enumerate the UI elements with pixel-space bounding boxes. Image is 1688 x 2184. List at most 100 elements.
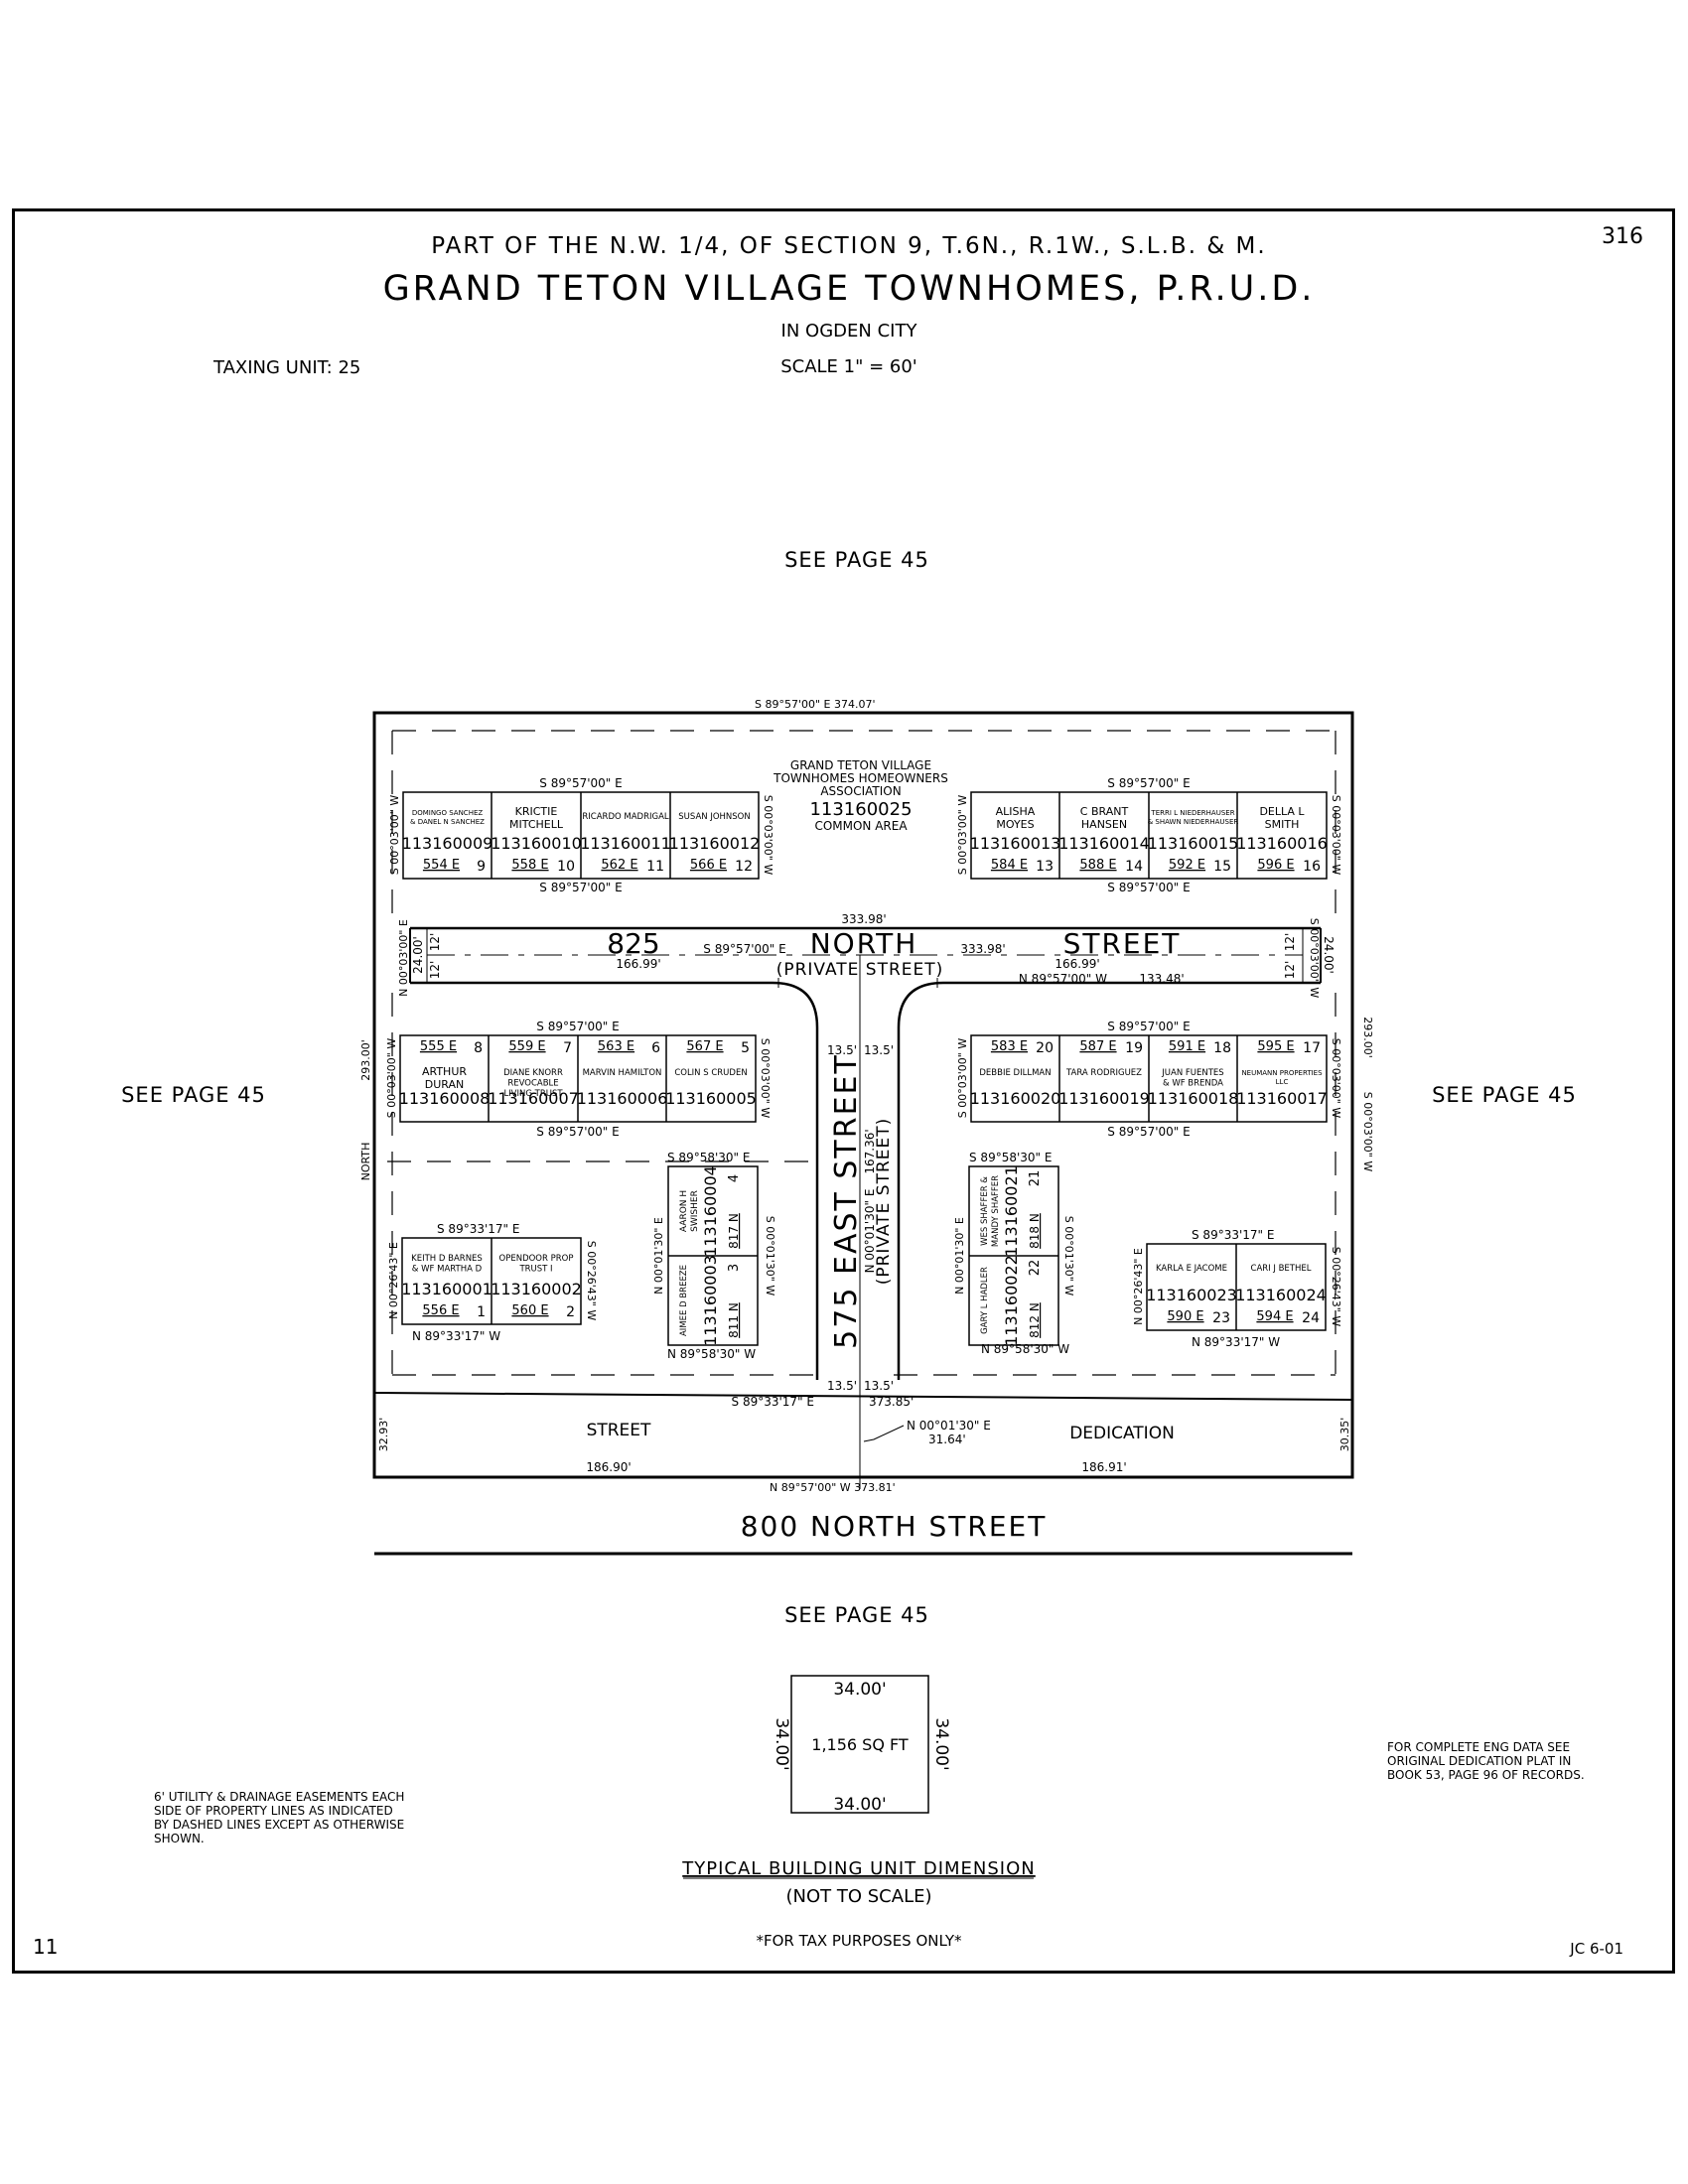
lot-owner: LLC [1276,1078,1289,1086]
lot-address: 587 E [1079,1039,1116,1054]
scale-label: SCALE 1" = 60' [780,356,917,377]
bearing-label: S 00°03'00" W [1330,795,1342,876]
bearing-label: N 89°58'30" W [981,1342,1069,1356]
lot-number: 7 [563,1040,572,1056]
svg-text:SHOWN.: SHOWN. [154,1832,205,1845]
lot-parcel: 113160017 [1236,1089,1328,1108]
lot-address: 812 N [1028,1302,1042,1338]
lot-owner: DEBBIE DILLMAN [979,1068,1051,1078]
easement-note: 6' UTILITY & DRAINAGE EASEMENTS EACH SID… [154,1790,404,1845]
lot-9: DOMINGO SANCHEZ& DANEL N SANCHEZ11316000… [402,809,493,875]
bearing-label: S 89°57'00" E [536,1020,619,1033]
page-number: 316 [1602,224,1643,249]
east-street-bearing: N 00°01'30" E [863,1189,877,1274]
typical-unit-title: TYPICAL BUILDING UNIT DIMENSION [681,1858,1036,1879]
lot-owner: ALISHA [996,805,1036,818]
north-boundary-bearing: S 89°57'00" E 374.07' [755,698,876,711]
lot-owner: CARI J BETHEL [1251,1264,1312,1274]
lot-owner: SWISHER [690,1190,700,1232]
bearing-label: S 00°03'00" W [762,795,774,876]
svg-text:COMMON AREA: COMMON AREA [814,819,908,833]
lot-number: 5 [741,1040,750,1056]
bearing-label: S 00°26'43" W [1330,1247,1342,1327]
lot-owner: AARON H [679,1190,689,1232]
lot-parcel: 113160015 [1148,834,1239,853]
lot-number: 13 [1036,859,1054,875]
eng-data-note: FOR COMPLETE ENG DATA SEE ORIGINAL DEDIC… [1387,1740,1585,1782]
lot-number: 21 [1028,1170,1043,1187]
typical-unit-subtitle: (NOT TO SCALE) [786,1886,932,1907]
initials-date: JC 6-01 [1569,1940,1623,1958]
bearing-label: S 00°26'43" W [585,1241,598,1321]
dedication-right-length: 186.91' [1081,1460,1126,1474]
lot-parcel: 113160013 [970,834,1061,853]
bearing-label: S 89°58'30" E [667,1151,750,1164]
dedication-left-length: 186.90' [586,1460,631,1474]
dedication-top-bearing: S 89°33'17" E [732,1395,814,1409]
dedication-label: DEDICATION [1069,1424,1175,1443]
svg-text:GRAND TETON VILLAGE: GRAND TETON VILLAGE [790,758,931,772]
lot-address: 590 E [1167,1309,1203,1324]
lot-owner: AIMEE D BREEZE [679,1265,689,1336]
bearing-label: N 00°26'43" E [1132,1248,1145,1325]
svg-text:BOOK 53, PAGE 96 OF RECORDS.: BOOK 53, PAGE 96 OF RECORDS. [1387,1768,1585,1782]
east-street-half: 13.5' [827,1043,857,1057]
lot-owner: COLIN S CRUDEN [674,1068,747,1078]
see-page-bottom: SEE PAGE 45 [784,1603,929,1627]
lot-address: 596 E [1257,858,1294,873]
svg-text:ASSOCIATION: ASSOCIATION [820,784,901,798]
lot-number: 17 [1303,1040,1321,1056]
lot-owner: WES SHAFFER & [980,1176,990,1246]
lot-parcel: 113160001 [401,1280,492,1298]
north-street-center-bearing: S 89°57'00" E [703,942,785,956]
lot-owner: DOMINGO SANCHEZ [412,809,484,817]
unit-right-dim: 34.00' [931,1717,951,1770]
common-area-label: GRAND TETON VILLAGE TOWNHOMES HOMEOWNERS… [773,758,948,833]
bearing-label: S 89°57'00" E [1107,1020,1190,1033]
bearing-label: S 89°33'17" E [1192,1228,1274,1242]
lot-parcel: 113160008 [399,1089,491,1108]
lot-parcel: 113160014 [1058,834,1150,853]
lot-address: 566 E [690,858,727,873]
north-street-number: 825 [607,927,659,960]
lot-owner: C BRANT [1080,805,1129,818]
lot-owner: KRICTIE [515,805,558,818]
lot-number: 4 [727,1174,742,1182]
bearing-label: S 00°03'00" W [385,1038,398,1119]
bearing-label: N 00°26'43" E [387,1242,400,1319]
lot-owner: TARA RODRIGUEZ [1065,1068,1142,1078]
bearing-label: N 89°33'17" W [412,1329,500,1343]
lot-parcel: 113160002 [491,1280,582,1298]
lot-parcel: 113160020 [970,1089,1061,1108]
north-street-right-length: 166.99' [1055,957,1099,971]
bearing-label: N 00°01'30" E [953,1217,966,1295]
lot-address: 595 E [1257,1039,1294,1054]
lot-owner: MANDY SHAFFER [991,1175,1001,1247]
lot-number: 14 [1125,859,1143,875]
bearing-label: N 00°01'30" E [652,1217,665,1295]
lot-number: 10 [557,859,575,875]
lot-owner: & SHAWN NIEDERHAUSER [1148,818,1239,826]
lot-owner: & WF MARTHA D [412,1265,483,1275]
lot-number: 11 [646,859,664,875]
centerline-bearing: N 00°01'30" E [907,1419,991,1433]
tax-purposes-note: *FOR TAX PURPOSES ONLY* [756,1932,962,1950]
lot-address: 584 E [991,858,1028,873]
lot-owner: DURAN [425,1078,464,1091]
lot-parcel: 113160024 [1235,1286,1327,1304]
north-street-bottom-length: 133.48' [1139,972,1184,986]
sw-boundary-length: 32.93' [377,1418,390,1452]
north-street-width: 24.00' [1322,936,1336,974]
east-street-half: 13.5' [827,1379,857,1393]
bearing-label: N 89°33'17" W [1192,1335,1280,1349]
lot-1: KEITH D BARNES& WF MARTHA D113160001556 … [401,1254,492,1320]
see-page-top: SEE PAGE 45 [784,548,929,572]
